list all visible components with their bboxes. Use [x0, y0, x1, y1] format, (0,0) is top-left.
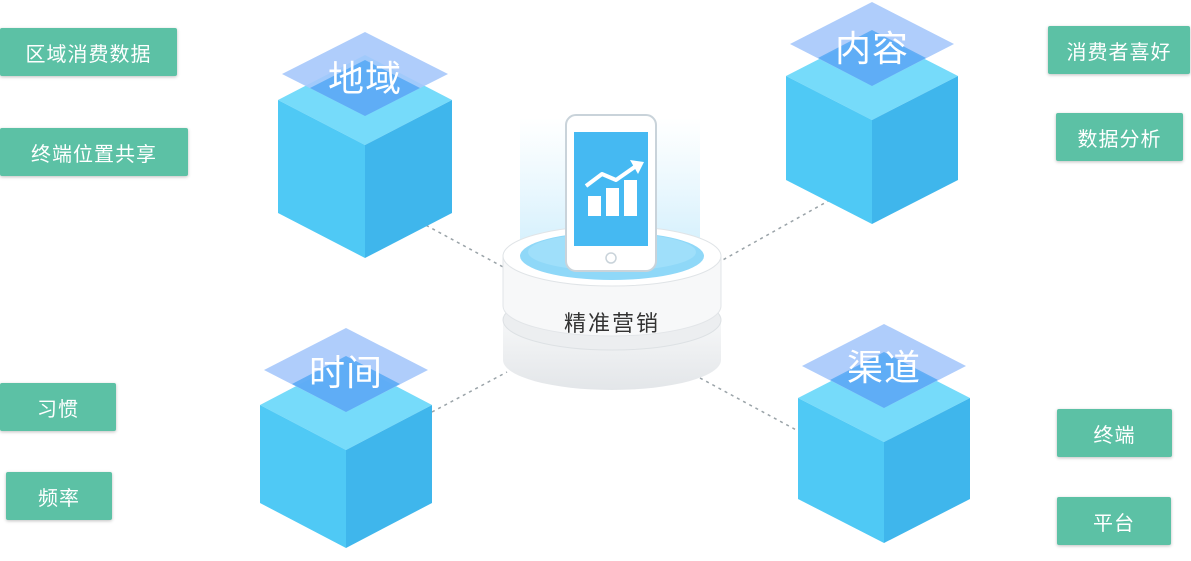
phone-icon: [565, 114, 657, 272]
tag-data-analysis: 数据分析: [1056, 113, 1183, 161]
connector-channel: [699, 377, 801, 433]
cube-label-region: 地域: [327, 59, 403, 100]
tag-frequency: 频率: [6, 472, 112, 520]
connector-lines: [419, 199, 831, 433]
tag-platform: 平台: [1057, 497, 1171, 545]
connector-time: [431, 371, 508, 413]
trending-up-chart-icon: [584, 160, 644, 216]
connector-content: [711, 199, 831, 267]
tag-terminal-location-sharing: 终端位置共享: [0, 128, 188, 176]
cube-label-content: 内容: [834, 29, 910, 70]
tag-terminal: 终端: [1057, 409, 1172, 457]
tag-consumer-preference: 消费者喜好: [1048, 26, 1190, 74]
cube-time: [260, 328, 432, 548]
cube-label-time: 时间: [308, 353, 384, 394]
tag-region-consumption-data: 区域消费数据: [0, 28, 177, 76]
hub-label: 精准营销: [563, 312, 661, 337]
connector-region: [419, 221, 506, 269]
cube-content: [786, 2, 958, 224]
phone-home-button: [605, 252, 617, 264]
cube-label-channel: 渠道: [846, 348, 922, 389]
tag-habit: 习惯: [0, 383, 116, 431]
cube-region: [278, 32, 452, 258]
cube-channel: [798, 324, 970, 543]
